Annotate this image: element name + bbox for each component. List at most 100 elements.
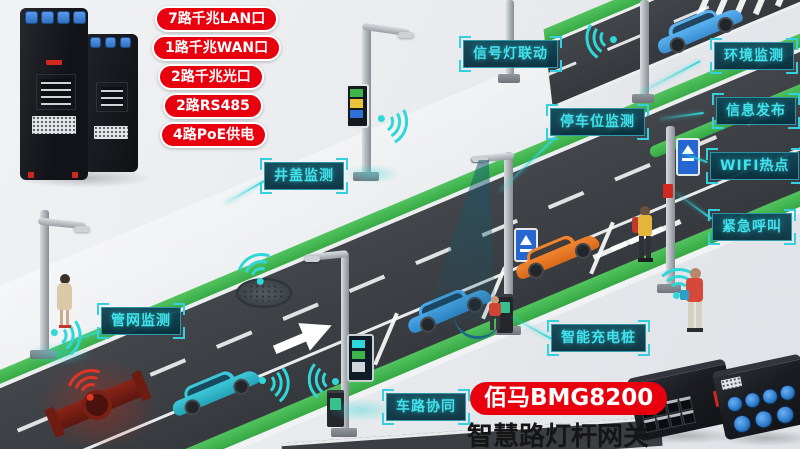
person-leg: [66, 310, 69, 325]
pipe-valve-wheel: [82, 390, 112, 420]
lamp-head: [304, 256, 320, 262]
ethernet-port: [678, 396, 694, 412]
kiosk-screen: [330, 398, 341, 410]
fiber-connector: [120, 37, 131, 48]
person-dress: [57, 283, 72, 310]
emergency-call-box: [663, 184, 673, 198]
pedestrian-backpack: [632, 206, 654, 272]
tag-label: 信息发布: [716, 97, 796, 125]
lamp-head: [74, 226, 90, 232]
signal-glow: [344, 164, 400, 184]
round-connector: [760, 387, 780, 407]
pole-base: [331, 428, 357, 437]
tag-label: 智能充电桩: [551, 324, 646, 352]
sign-triangle-icon: [682, 145, 694, 154]
streetlight-pole-left: [40, 210, 49, 356]
sign-triangle-icon: [520, 235, 532, 245]
signal-glow: [326, 398, 396, 422]
manhole-grid: [242, 284, 286, 302]
round-connector: [778, 383, 798, 403]
sign-bar: [520, 249, 532, 252]
barcode-sticker: [94, 126, 128, 139]
tag-label: WIFI热点: [710, 152, 800, 180]
sign-blue-panel: [350, 110, 363, 118]
sign-green-panel: [350, 89, 363, 97]
backpack: [632, 217, 640, 233]
tag-label: 信号灯联动: [463, 40, 558, 68]
tag-label: 管网监测: [101, 307, 181, 335]
round-connector: [725, 394, 745, 414]
tag-label: 环境监测: [714, 42, 794, 70]
person-leg: [646, 236, 651, 258]
pole-base: [632, 94, 654, 103]
tag-vehicle-road-coordination: 车路协同: [382, 389, 470, 425]
fiber-connector: [105, 37, 116, 48]
person-leg: [496, 316, 500, 330]
barcode-sticker: [32, 116, 76, 134]
round-connector: [731, 413, 753, 435]
manhole-cover: [236, 278, 292, 308]
person-shoes: [59, 325, 71, 328]
roadside-kiosk: [327, 390, 344, 427]
pole-base: [353, 172, 379, 181]
person-shirt: [489, 303, 501, 316]
streetlight-pole-right: [666, 126, 675, 290]
sign-bar: [682, 158, 694, 161]
lamp-head: [472, 156, 488, 162]
pole-base: [30, 350, 56, 359]
tag-pipe-network-monitoring: 管网监测: [97, 303, 185, 339]
streetlight-pole-center: [504, 152, 513, 332]
person-head: [640, 206, 650, 216]
tag-information-publishing: 信息发布: [712, 93, 800, 129]
lamp-head: [398, 32, 414, 38]
fiber-connector: [41, 11, 54, 24]
tag-smart-charging-pile: 智能充电桩: [547, 320, 650, 356]
streetlight-pole-far: [640, 0, 649, 98]
display-row: [352, 351, 365, 359]
person-head: [491, 296, 499, 304]
person-leg: [688, 302, 694, 328]
feature-label-fiber: 2路千兆光口: [158, 64, 264, 90]
tag-label: 紧急呼叫: [712, 213, 792, 241]
person-shirt: [638, 215, 652, 236]
pole-base: [657, 284, 681, 293]
person-shoes: [687, 328, 703, 332]
feature-label-rs485: 2路RS485: [163, 93, 263, 119]
mount-foot: [72, 172, 78, 178]
tag-emergency-call: 紧急呼叫: [708, 209, 796, 245]
tag-label: 车路协同: [386, 393, 466, 421]
brand-model-label: 佰马BMG8200: [470, 382, 668, 415]
leader-line: [225, 180, 265, 204]
person-leg: [60, 310, 63, 325]
streetlight-pole-lower: [341, 252, 349, 432]
mount-foot: [28, 172, 34, 178]
pedestrian-charging: [487, 296, 503, 332]
fiber-connector: [25, 11, 38, 24]
person-head: [60, 274, 70, 284]
person-leg: [696, 302, 702, 328]
product-sticker: [720, 376, 743, 391]
info-display: [347, 334, 374, 382]
pole-sign: [346, 84, 369, 128]
person-leg: [639, 236, 644, 258]
fiber-connector: [73, 11, 86, 24]
fiber-connector: [57, 11, 70, 24]
tag-signal-light-linkage: 信号灯联动: [459, 36, 562, 72]
device-tower-large: [20, 8, 88, 180]
feature-label-poe: 4路PoE供电: [160, 122, 268, 148]
person-shoes: [638, 258, 653, 262]
tag-manhole-cover-monitoring: 井盖监测: [260, 158, 348, 194]
spec-label: [36, 74, 76, 110]
ethernet-port: [681, 409, 697, 426]
round-connector: [752, 408, 775, 431]
feature-label-wan: 1路千兆WAN口: [152, 35, 282, 61]
device-tower-small: [84, 34, 138, 172]
kiosk-screen: [500, 302, 510, 313]
charging-kiosk: [497, 294, 513, 333]
person-leg: [490, 316, 494, 330]
pedestrian-phone: [680, 268, 706, 348]
person-shirt: [686, 278, 703, 302]
pedestrian-woman: [54, 274, 76, 334]
product-name-label: 智慧路灯杆网关: [467, 422, 650, 449]
